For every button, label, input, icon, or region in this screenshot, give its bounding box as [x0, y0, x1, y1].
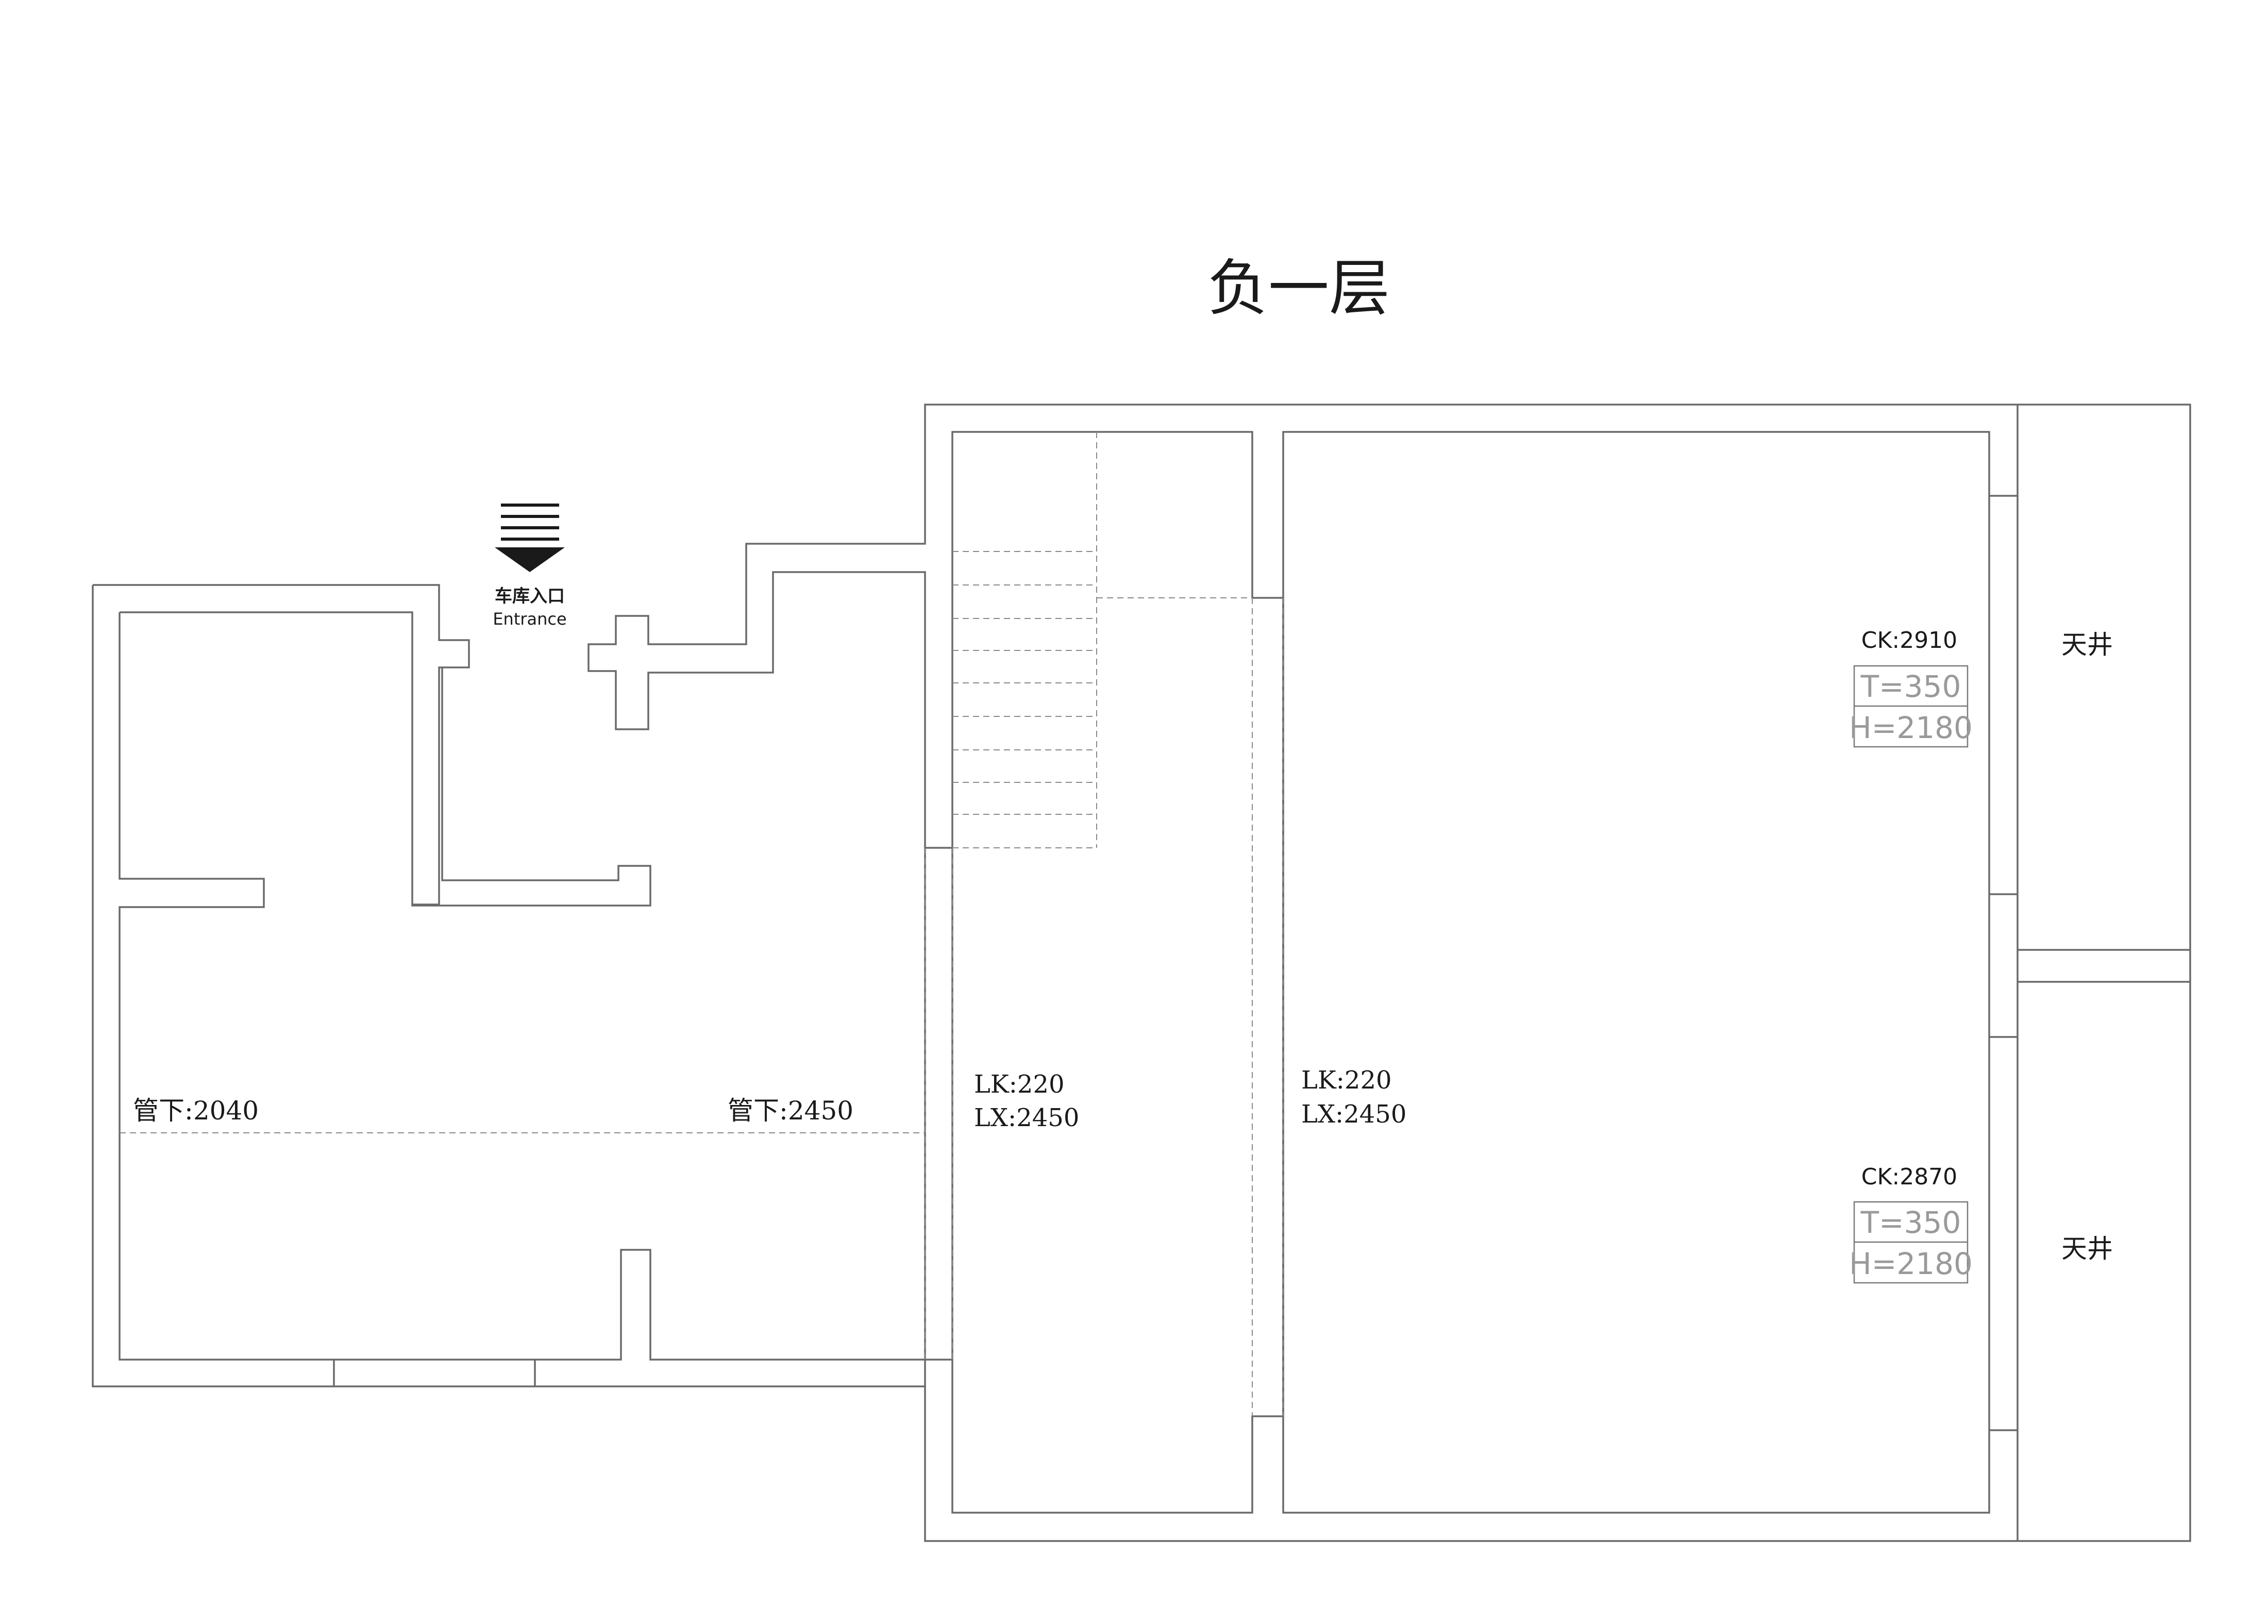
beam-label-lx-1: LX:2450 — [974, 1103, 1079, 1132]
beam-label-lk-2: LK:220 — [1301, 1066, 1392, 1095]
pipe-label-left: 管下:2040 — [133, 1096, 259, 1126]
beam-label-lk-1: LK:220 — [974, 1070, 1065, 1099]
pipe-label-right: 管下:2450 — [728, 1096, 853, 1126]
right-block-walls — [924, 405, 2190, 1541]
entrance-label-cn: 车库入口 — [495, 586, 565, 607]
light-well-label-2: 天井 — [2061, 1234, 2113, 1264]
window-ck-2: CK:2870 — [1861, 1164, 1957, 1190]
light-well-label-1: 天井 — [2061, 630, 2113, 660]
entrance-arrow-icon — [495, 504, 565, 572]
window-ck-1: CK:2910 — [1861, 627, 1957, 654]
beam-dashed-lines — [120, 598, 1284, 1416]
stair-treads — [952, 432, 1252, 848]
plan-title: 负一层 — [1207, 253, 1390, 324]
window-t-2: T=350 — [1860, 1205, 1961, 1240]
window-t-1: T=350 — [1860, 669, 1961, 704]
left-wing-walls — [92, 404, 2191, 1542]
window-h-2: H=2180 — [1849, 1246, 1973, 1281]
window-h-1: H=2180 — [1849, 710, 1973, 745]
beam-label-lx-2: LX:2450 — [1301, 1100, 1406, 1129]
entrance-label-en: Entrance — [493, 609, 566, 629]
